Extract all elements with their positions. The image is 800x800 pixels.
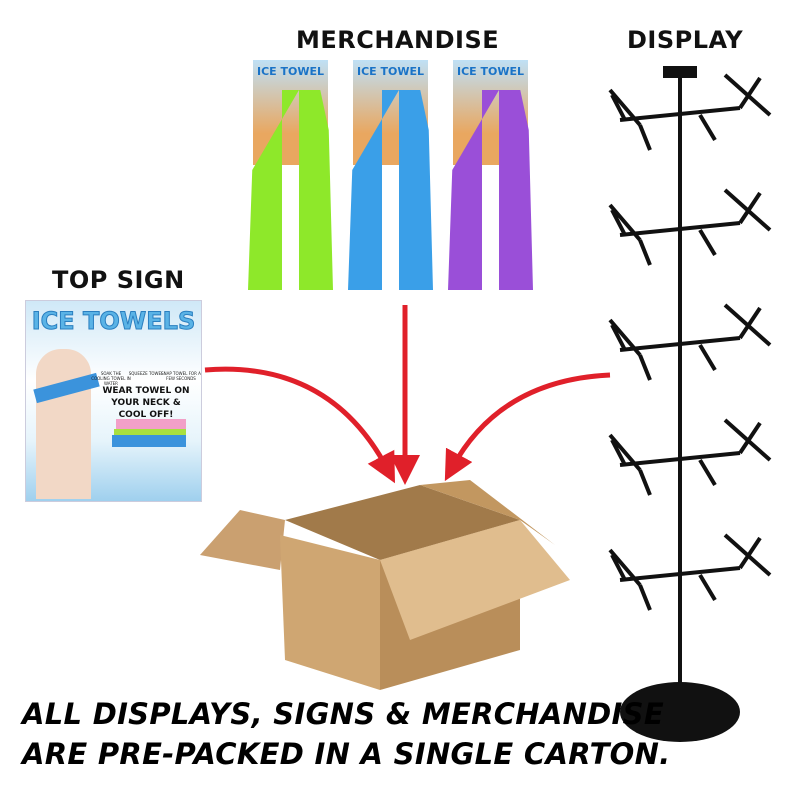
display-stand — [608, 66, 772, 695]
green-towel — [114, 429, 186, 437]
towel-package-green: ICE TOWEL — [248, 60, 333, 290]
pink-towel — [116, 419, 186, 431]
towel-package-purple: ICE TOWEL — [448, 60, 533, 290]
arrow-right — [444, 372, 611, 482]
sign-step: SQUEEZE TOWEL — [128, 371, 164, 376]
package-title: ICE TOWEL — [256, 65, 325, 78]
package-title: ICE TOWEL — [356, 65, 425, 78]
top-sign-label: TOP SIGN — [52, 266, 185, 294]
blue-towel-stack — [112, 435, 186, 447]
towel-package-blue: ICE TOWEL — [348, 60, 433, 290]
merchandise-label: MERCHANDISE — [296, 26, 500, 54]
arrows — [204, 305, 611, 485]
caption-line-1: ALL DISPLAYS, SIGNS & MERCHANDISE — [22, 697, 664, 731]
stand-base — [620, 682, 740, 742]
package-title: ICE TOWEL — [456, 65, 525, 78]
model-image — [36, 349, 91, 499]
sign-step: SNAP TOWEL FOR A FEW SECONDS — [161, 371, 201, 381]
caption-line-2: ARE PRE-PACKED IN A SINGLE CARTON. — [22, 737, 671, 771]
display-label: DISPLAY — [627, 26, 744, 54]
sign-title: ICE TOWELS — [31, 307, 196, 336]
top-sign: ICE TOWELS SOAK THE COOLING TOWEL IN WAT… — [25, 300, 202, 502]
sign-tagline: WEAR TOWEL ON YOUR NECK & COOL OFF! — [102, 386, 190, 420]
sign-step: SOAK THE COOLING TOWEL IN WATER — [91, 371, 131, 386]
cardboard-box — [200, 480, 570, 690]
arrow-left — [204, 366, 396, 484]
